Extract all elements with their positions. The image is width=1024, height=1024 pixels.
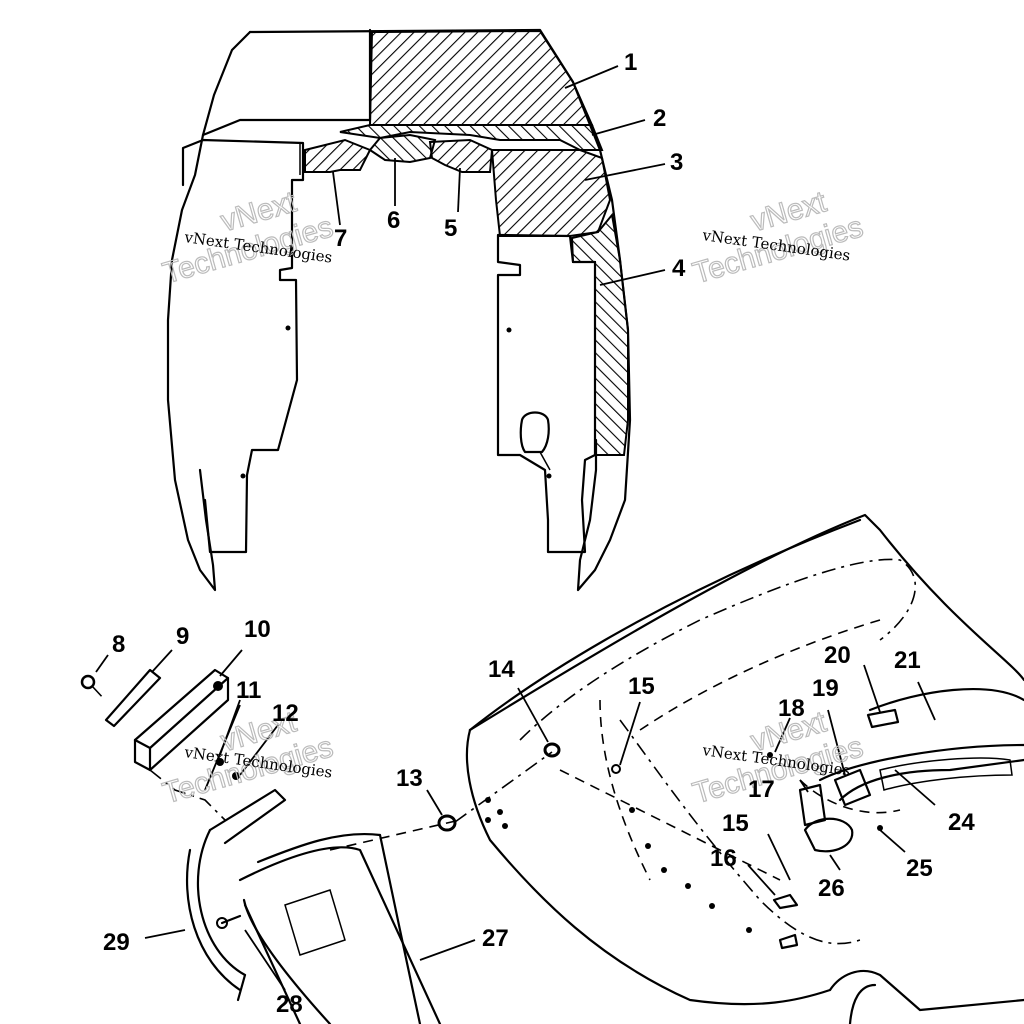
callout-17: 17 xyxy=(748,776,775,803)
callout-6: 6 xyxy=(387,207,400,234)
callout-10: 10 xyxy=(244,616,271,643)
callout-26: 26 xyxy=(818,875,845,902)
callout-1: 1 xyxy=(624,49,637,76)
callout-2: 2 xyxy=(653,105,666,132)
callout-14: 14 xyxy=(488,656,515,683)
callout-29: 29 xyxy=(103,929,130,956)
callout-5: 5 xyxy=(444,215,457,242)
callout-28: 28 xyxy=(276,991,303,1018)
callout-12: 12 xyxy=(272,700,299,727)
callout-7: 7 xyxy=(334,225,347,252)
callout-8: 8 xyxy=(112,631,125,658)
callout-9: 9 xyxy=(176,623,189,650)
callout-19: 19 xyxy=(812,675,839,702)
callout-13: 13 xyxy=(396,765,423,792)
callout-15-upper: 15 xyxy=(628,673,655,700)
upper-cowl-assembly xyxy=(166,28,632,592)
callout-11: 11 xyxy=(236,677,261,704)
callout-24: 24 xyxy=(948,809,975,836)
leader-lines xyxy=(95,65,936,991)
callout-16: 16 xyxy=(710,845,737,872)
callout-20: 20 xyxy=(824,642,851,669)
callout-4: 4 xyxy=(672,255,686,282)
callout-15-lower: 15 xyxy=(722,810,749,837)
callout-3: 3 xyxy=(670,149,683,176)
callout-18: 18 xyxy=(778,695,805,722)
callout-21: 21 xyxy=(894,647,921,674)
lower-cowl-assembly xyxy=(80,513,1024,1024)
callout-25: 25 xyxy=(906,855,933,882)
callout-27: 27 xyxy=(482,925,509,952)
callout-labels: 1 2 3 4 5 6 7 8 9 10 11 12 13 14 15 15 1… xyxy=(103,49,975,1018)
